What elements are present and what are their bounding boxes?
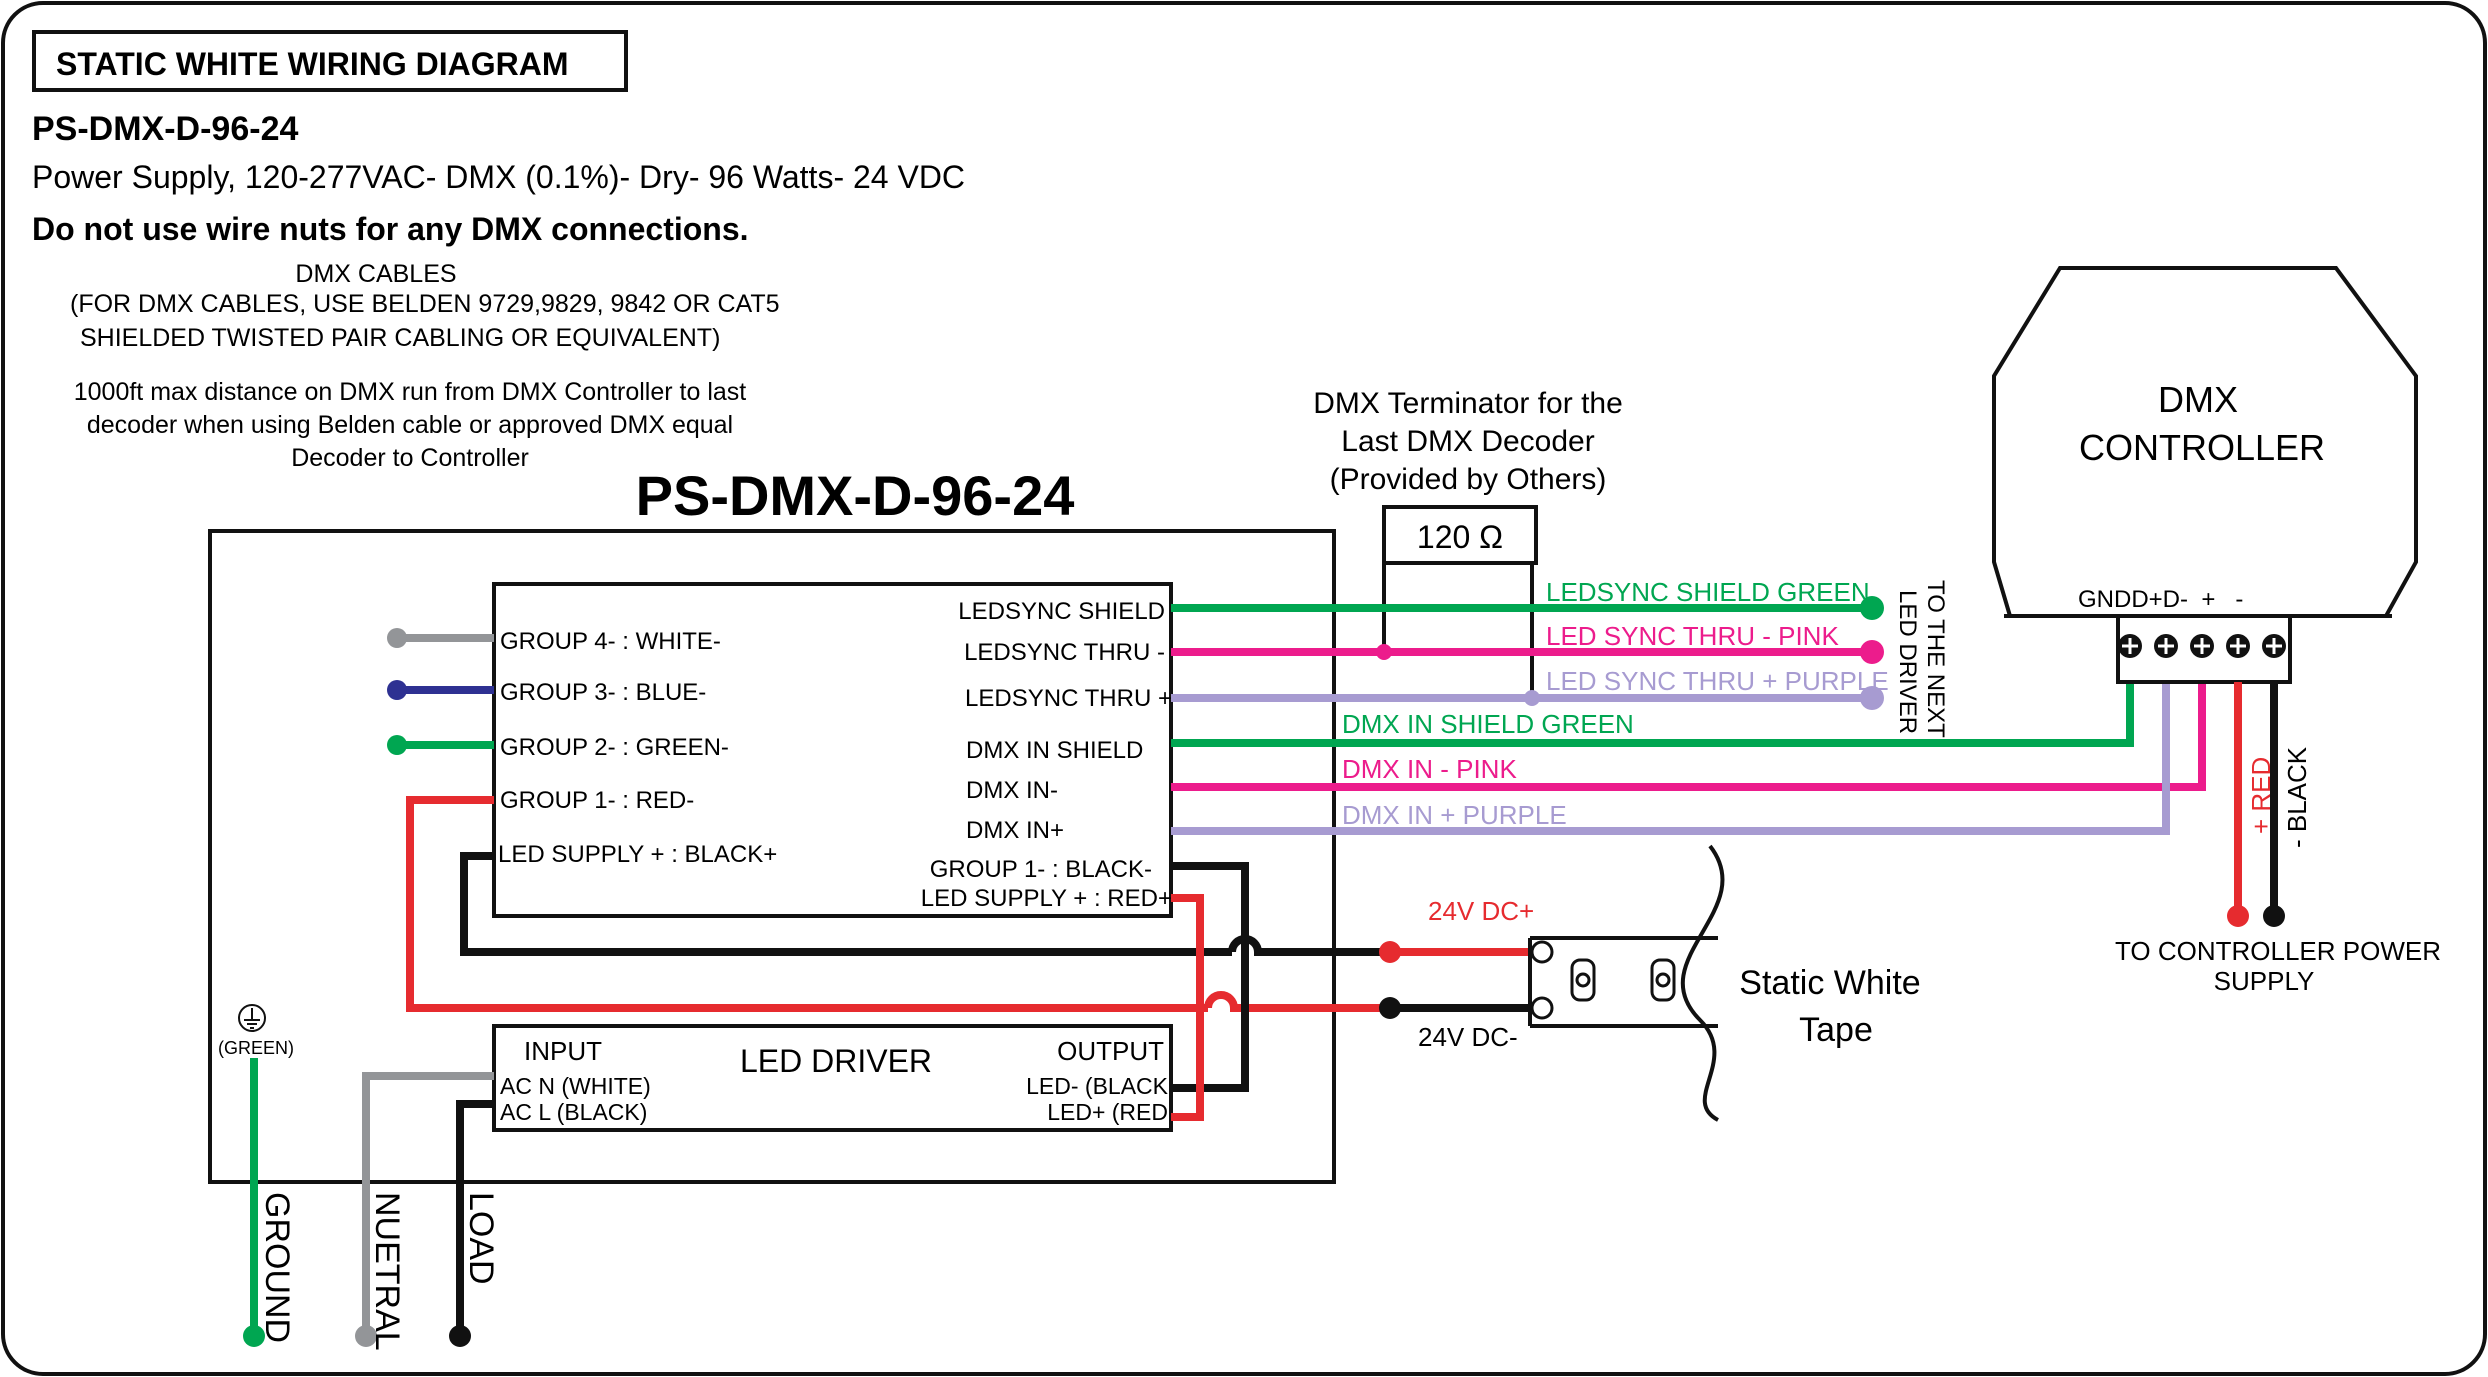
controller-terminal-labels: GNDD+D- + - xyxy=(2078,586,2243,613)
tape-plus-label: 24V DC+ xyxy=(1428,896,1534,926)
controller-black-label: - BLACK xyxy=(2282,746,2312,848)
load-wire xyxy=(456,1100,494,1336)
terminator-note-1: DMX Terminator for the xyxy=(1313,387,1623,420)
supply-black-wire xyxy=(460,852,1232,956)
sync-shield-wire-label: LEDSYNC SHIELD GREEN xyxy=(1546,577,1870,607)
group2-terminal xyxy=(387,735,407,755)
controller-black-terminal xyxy=(2263,905,2285,927)
warning-note: Do not use wire nuts for any DMX connect… xyxy=(32,211,749,247)
driver-ac-l-label: AC L (BLACK) xyxy=(500,1099,647,1125)
model-number: PS-DMX-D-96-24 xyxy=(32,110,298,148)
dmx-shield-wire-label: DMX IN SHIELD GREEN xyxy=(1342,709,1634,739)
controller-screw-terminals xyxy=(2118,634,2286,658)
controller-red-label: + RED xyxy=(2246,757,2276,834)
page-title: STATIC WHITE WIRING DIAGRAM xyxy=(56,46,569,82)
next-driver-label-1: TO THE NEXT xyxy=(1922,580,1949,738)
controller-title-2: CONTROLLER xyxy=(2079,427,2325,468)
next-driver-label-2: LED DRIVER xyxy=(1894,590,1921,734)
decoder-supply-red-label: LED SUPPLY + : RED+ xyxy=(921,885,1172,912)
terminator-note-2: Last DMX Decoder xyxy=(1341,425,1594,458)
cables-note-2: (FOR DMX CABLES, USE BELDEN 9729,9829, 9… xyxy=(70,290,780,318)
decoder-supply-label: LED SUPPLY + : BLACK+ xyxy=(498,841,777,868)
dmx-pink-wire-label: DMX IN - PINK xyxy=(1342,754,1517,784)
unit-title: PS-DMX-D-96-24 xyxy=(636,464,1075,527)
decoder-sync-shield-label: LEDSYNC SHIELD xyxy=(958,598,1165,625)
sync-pink-terminal xyxy=(1860,640,1884,664)
group1-red-wire-hop xyxy=(1204,991,1390,1012)
driver-led-minus-wire xyxy=(1171,862,1249,1092)
decoder-group1-label: GROUP 1- : RED- xyxy=(500,787,694,814)
decoder-dmx-plus-label: DMX IN+ xyxy=(966,817,1064,844)
tape-label-2: Tape xyxy=(1799,1011,1873,1049)
controller-red-terminal xyxy=(2227,905,2249,927)
decoder-box xyxy=(492,582,1173,918)
driver-input-label: INPUT xyxy=(524,1036,602,1066)
controller-supply-label-1: TO CONTROLLER POWER xyxy=(2115,936,2441,966)
load-label: LOAD xyxy=(462,1192,500,1285)
distance-note-1: 1000ft max distance on DMX run from DMX … xyxy=(74,378,747,406)
terminator-note-3: (Provided by Others) xyxy=(1330,463,1607,496)
driver-led-plus-wire xyxy=(1171,894,1204,1121)
neutral-label: NUETRAL xyxy=(368,1192,406,1351)
unit-enclosure xyxy=(208,529,1336,1184)
driver-title: LED DRIVER xyxy=(740,1043,932,1079)
ground-symbol-icon xyxy=(238,1004,266,1032)
group3-terminal xyxy=(387,680,407,700)
product-description: Power Supply, 120-277VAC- DMX (0.1%)- Dr… xyxy=(32,159,965,195)
sync-purple-terminal xyxy=(1860,686,1884,710)
distance-note-3: Decoder to Controller xyxy=(291,444,529,472)
dmx-shield-wire xyxy=(1171,682,2134,747)
led-tape xyxy=(1528,844,1725,1122)
driver-led-plus-label: LED+ (RED xyxy=(1047,1099,1168,1125)
neutral-wire xyxy=(362,1072,494,1336)
terminator-resistor xyxy=(1382,505,1538,565)
decoder-dmx-shield-label: DMX IN SHIELD xyxy=(966,737,1143,764)
controller-supply-label-2: SUPPLY xyxy=(2214,966,2315,996)
decoder-group3-label: GROUP 3- : BLUE- xyxy=(500,679,706,706)
sync-pink-junction xyxy=(1376,644,1392,660)
cables-note-3: SHIELDED TWISTED PAIR CABLING OR EQUIVAL… xyxy=(80,324,720,352)
supply-black-wire-hop xyxy=(1228,935,1390,956)
dmx-pink-wire xyxy=(1171,682,2206,791)
neutral-terminal xyxy=(355,1325,377,1347)
driver-output-label: OUTPUT xyxy=(1057,1036,1164,1066)
decoder-sync-minus-label: LEDSYNC THRU - xyxy=(964,639,1165,666)
ground-label: GROUND xyxy=(258,1192,296,1343)
ground-color-label: (GREEN) xyxy=(218,1038,294,1058)
driver-ac-n-label: AC N (WHITE) xyxy=(500,1073,651,1099)
group4-terminal xyxy=(387,628,407,648)
decoder-group2-label: GROUP 2- : GREEN- xyxy=(500,734,729,761)
sync-purple-wire-label: LED SYNC THRU + PURPLE xyxy=(1546,666,1889,696)
ground-terminal xyxy=(243,1325,265,1347)
driver-led-minus-label: LED- (BLACK xyxy=(1026,1073,1169,1099)
group1-red-wire xyxy=(406,796,1208,1012)
distance-note-2: decoder when using Belden cable or appro… xyxy=(87,411,733,439)
decoder-sync-plus-label: LEDSYNC THRU + xyxy=(965,685,1172,712)
tape-minus-label: 24V DC- xyxy=(1418,1022,1518,1052)
decoder-group4-label: GROUP 4- : WHITE- xyxy=(500,628,721,655)
title-box xyxy=(32,30,628,92)
decoder-g1-black-label: GROUP 1- : BLACK- xyxy=(930,856,1152,883)
dmx-purple-wire-label: DMX IN + PURPLE xyxy=(1342,800,1567,830)
sync-pink-wire-label: LED SYNC THRU - PINK xyxy=(1546,621,1839,651)
controller-title-1: DMX xyxy=(2158,379,2238,420)
tape-label-1: Static White xyxy=(1739,964,1920,1002)
terminator-value: 120 Ω xyxy=(1417,519,1503,555)
sync-shield-terminal xyxy=(1860,596,1884,620)
decoder-dmx-minus-label: DMX IN- xyxy=(966,777,1058,804)
load-terminal xyxy=(449,1325,471,1347)
cables-note-1: DMX CABLES xyxy=(295,260,456,288)
dmx-purple-wire xyxy=(1171,682,2170,835)
sync-purple-junction xyxy=(1524,690,1540,706)
